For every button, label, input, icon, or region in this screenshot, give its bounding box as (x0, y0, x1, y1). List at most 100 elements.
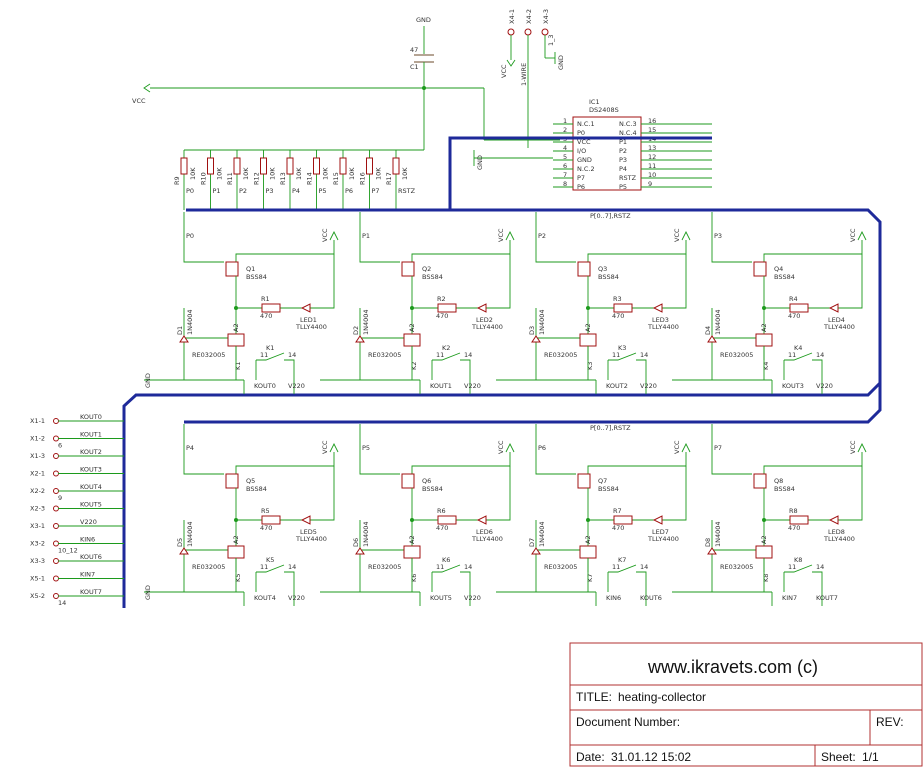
pullup-name: R16 (359, 172, 367, 185)
diode-symbol (179, 335, 189, 343)
cap-gnd-label: GND (416, 16, 431, 24)
pullup-value: 10K (401, 167, 409, 180)
resistor-name: R5 (261, 507, 270, 515)
led-part: TLLY4400 (647, 535, 679, 543)
ic-pin-num-left: 5 (563, 153, 567, 161)
relay-ac-net: V220 (464, 382, 481, 390)
relay-output-net: KOUT3 (782, 382, 804, 390)
led-name: LED5 (300, 528, 317, 536)
switch-pin-11: 11 (436, 563, 444, 571)
pullup-resistor (392, 157, 400, 175)
x4-pin3-note: 1_3 (547, 34, 555, 46)
coil-pin-a2: A2 (760, 535, 768, 544)
cap-name: C1 (410, 63, 419, 71)
coil-pin-a2: A2 (408, 323, 416, 332)
connector-net-label: KIN6 (80, 536, 95, 544)
ic-pin-signal-right: P3 (619, 156, 627, 164)
pullup-value: 10K (348, 167, 356, 180)
x4-gnd-label: GND (557, 55, 565, 70)
diode-name: D7 (528, 538, 536, 547)
relay-part: RE032005 (544, 563, 577, 571)
led-resistor (789, 515, 809, 525)
diode-part: 1N4004 (186, 521, 194, 547)
pullup-value: 10K (322, 167, 330, 180)
resistor-name: R7 (613, 507, 622, 515)
pullup-net: P2 (239, 187, 247, 195)
diode-name: D4 (704, 326, 712, 335)
relay-part: RE032005 (368, 563, 401, 571)
diode-name: D5 (176, 538, 184, 547)
connector-pin-label: X3-1 (30, 522, 45, 530)
connector-note: 10_12 (58, 547, 78, 555)
diode-symbol (707, 335, 717, 343)
pullup-net: P3 (266, 187, 274, 195)
ic-pin-num-left: 8 (563, 180, 567, 188)
led-part: TLLY4400 (471, 323, 503, 331)
junction (410, 518, 414, 522)
mosfet-symbol (401, 473, 415, 489)
connector-x4: X4-1 X4-2 X4-3 VCC 1-WIRE GND 1_3 (500, 9, 565, 148)
channel-net-label: P5 (362, 444, 370, 452)
junction (586, 518, 590, 522)
pullup-net: P6 (345, 187, 353, 195)
led-name: LED7 (652, 528, 669, 536)
pullup-name: R17 (385, 172, 393, 185)
pullup-net: P4 (292, 187, 300, 195)
led-resistor (613, 515, 633, 525)
ic-pin-signal-left: I/O (577, 147, 586, 155)
relay-coil (227, 545, 245, 559)
resistor-value: 470 (436, 524, 448, 532)
switch-pin-14: 14 (640, 351, 648, 359)
resistor-name: R4 (789, 295, 798, 303)
ic-name: IC1 (589, 98, 600, 106)
connector-net-label: KOUT0 (80, 413, 102, 421)
connector-pin-label: X5-2 (30, 592, 45, 600)
bus-label-top: P[0..7],RSTZ (590, 212, 631, 220)
connector-pin (53, 488, 59, 494)
pullup-net: P1 (213, 187, 221, 195)
diode-name: D8 (704, 538, 712, 547)
connector-net-label: KOUT2 (80, 448, 102, 456)
resistor-value: 470 (612, 312, 624, 320)
vcc-label: VCC (673, 228, 681, 242)
ic-pin-signal-right: P1 (619, 138, 627, 146)
mosfet-part: BSS84 (246, 485, 267, 493)
mosfet-name: Q5 (246, 477, 255, 485)
title-block: www.ikravets.com (c) TITLE: heating-coll… (569, 642, 923, 767)
pullup-name: R15 (332, 172, 340, 185)
pullup-resistor (233, 157, 241, 175)
gnd-rail-bottom: GND (144, 585, 152, 600)
led-name: LED6 (476, 528, 493, 536)
mosfet-name: Q8 (774, 477, 783, 485)
relay-ac-net: V220 (464, 594, 481, 602)
led-symbol (476, 515, 487, 525)
resistor-value: 470 (260, 524, 272, 532)
vcc-label: VCC (497, 440, 505, 454)
date-label: Date: (576, 750, 605, 764)
diode-name: D1 (176, 326, 184, 335)
title-label: TITLE: (576, 690, 612, 704)
mosfet-name: Q2 (422, 265, 431, 273)
switch-pin-14: 14 (816, 351, 824, 359)
mosfet-symbol (753, 261, 767, 277)
mosfet-part: BSS84 (422, 485, 443, 493)
relay-part: RE032005 (192, 563, 225, 571)
relay-coil (403, 545, 421, 559)
ic-pin-num-right: 11 (648, 162, 656, 170)
mosfet-symbol (401, 261, 415, 277)
diode-symbol (707, 547, 717, 555)
pullup-resistor (286, 157, 294, 175)
x4-1-label: X4-1 (508, 9, 516, 24)
vcc-label: VCC (849, 228, 857, 242)
pullup-name: R13 (279, 172, 287, 185)
led-resistor (261, 515, 281, 525)
switch-pin-11: 11 (436, 351, 444, 359)
ic-pin-num-right: 16 (648, 117, 656, 125)
connector-pin (53, 575, 59, 582)
led-name: LED2 (476, 316, 493, 324)
relay-part: RE032005 (720, 563, 753, 571)
